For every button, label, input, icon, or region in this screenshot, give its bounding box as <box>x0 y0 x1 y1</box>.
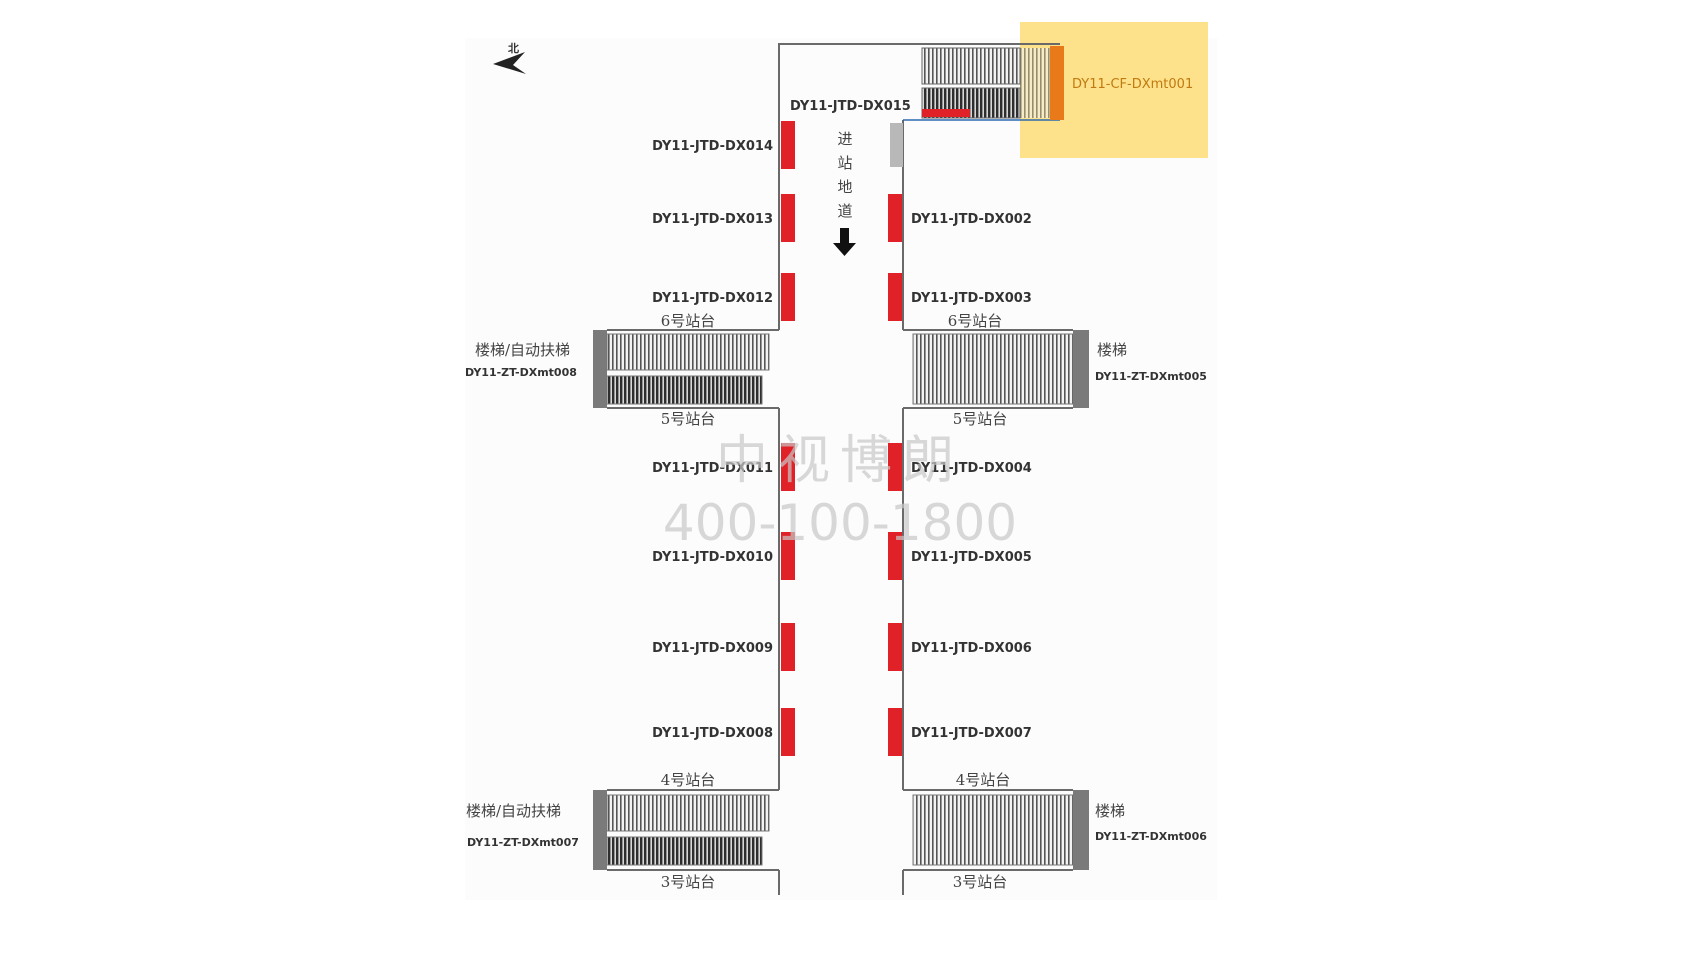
ad-panel-label-left: DY11-JTD-DX011 <box>652 461 773 476</box>
stair-type-upper-left: 楼梯/自动扶梯 <box>475 341 570 359</box>
stair-code-lower-left: DY11-ZT-DXmt007 <box>467 836 579 849</box>
corridor-label: 进 站 地 道 <box>837 130 852 220</box>
platform-5-right: 5号站台 <box>953 410 1008 428</box>
stair-code-upper-left: DY11-ZT-DXmt008 <box>465 366 577 379</box>
svg-text:进: 进 <box>837 130 852 148</box>
platform-3-left: 3号站台 <box>661 873 716 891</box>
platform-4-right: 4号站台 <box>956 771 1011 789</box>
stair-type-lower-left: 楼梯/自动扶梯 <box>466 802 561 820</box>
ad-panel-left[interactable] <box>781 623 795 671</box>
lower-right-stair <box>903 789 1089 871</box>
ad-panel-right[interactable] <box>888 273 902 321</box>
label-dxmt001: DY11-CF-DXmt001 <box>1072 77 1193 92</box>
platform-4-left: 4号站台 <box>661 771 716 789</box>
ad-panel-label-right: DY11-JTD-DX007 <box>911 726 1032 741</box>
ad-panel-label-left: DY11-JTD-DX012 <box>652 291 773 306</box>
ad-panel-left[interactable] <box>781 532 795 580</box>
label-dx015: DY11-JTD-DX015 <box>790 99 911 114</box>
ad-panel-label-right: DY11-JTD-DX003 <box>911 291 1032 306</box>
upper-left-stair <box>593 329 779 409</box>
ad-panel-label-left: DY11-JTD-DX010 <box>652 550 773 565</box>
orange-panel <box>1050 46 1064 120</box>
ad-panel-right[interactable] <box>888 443 902 491</box>
svg-text:地: 地 <box>837 178 852 196</box>
corridor-pillar <box>890 123 903 167</box>
ad-panel-left[interactable] <box>781 121 795 169</box>
ad-panel-label-right: DY11-JTD-DX006 <box>911 641 1032 656</box>
down-arrow-icon <box>833 228 856 256</box>
ad-panel-label-left: DY11-JTD-DX008 <box>652 726 773 741</box>
ad-panel-right[interactable] <box>888 194 902 242</box>
stair-code-upper-right: DY11-ZT-DXmt005 <box>1095 370 1207 383</box>
platform-6-left: 6号站台 <box>661 312 716 330</box>
panel-dx015[interactable] <box>922 109 970 117</box>
ad-panel-right[interactable] <box>888 623 902 671</box>
platform-3-right: 3号站台 <box>953 873 1008 891</box>
ad-panel-label-right: DY11-JTD-DX005 <box>911 550 1032 565</box>
lower-left-stair <box>593 789 779 871</box>
stair-type-upper-right: 楼梯 <box>1097 341 1127 359</box>
ad-panel-label-right: DY11-JTD-DX002 <box>911 212 1032 227</box>
ad-panel-label-left: DY11-JTD-DX014 <box>652 139 773 154</box>
right-panels: DY11-JTD-DX002DY11-JTD-DX003DY11-JTD-DX0… <box>888 194 1032 756</box>
stair-code-lower-right: DY11-ZT-DXmt006 <box>1095 830 1207 843</box>
ad-panel-label-right: DY11-JTD-DX004 <box>911 461 1032 476</box>
svg-text:道: 道 <box>837 202 852 220</box>
ad-panel-left[interactable] <box>781 194 795 242</box>
corridor-walls <box>778 43 1060 895</box>
stair-type-lower-right: 楼梯 <box>1095 802 1125 820</box>
ad-panel-label-left: DY11-JTD-DX013 <box>652 212 773 227</box>
upper-right-stair <box>903 329 1089 409</box>
svg-text:站: 站 <box>837 154 852 172</box>
ad-panel-right[interactable] <box>888 532 902 580</box>
north-arrow-icon <box>493 52 526 74</box>
ad-panel-left[interactable] <box>781 708 795 756</box>
platform-5-left: 5号站台 <box>661 410 716 428</box>
ad-panel-left[interactable] <box>781 443 795 491</box>
watermark-phone: 400-100-1800 <box>663 494 1017 552</box>
ad-panel-label-left: DY11-JTD-DX009 <box>652 641 773 656</box>
plan-background <box>465 38 1217 900</box>
compass-label: 北 <box>508 41 519 55</box>
ad-panel-right[interactable] <box>888 708 902 756</box>
top-escalator <box>921 47 1050 119</box>
ad-panel-left[interactable] <box>781 273 795 321</box>
platform-6-right: 6号站台 <box>948 312 1003 330</box>
watermark-name: 中视博朗 <box>716 431 964 491</box>
left-panels: DY11-JTD-DX014DY11-JTD-DX013DY11-JTD-DX0… <box>652 121 795 756</box>
